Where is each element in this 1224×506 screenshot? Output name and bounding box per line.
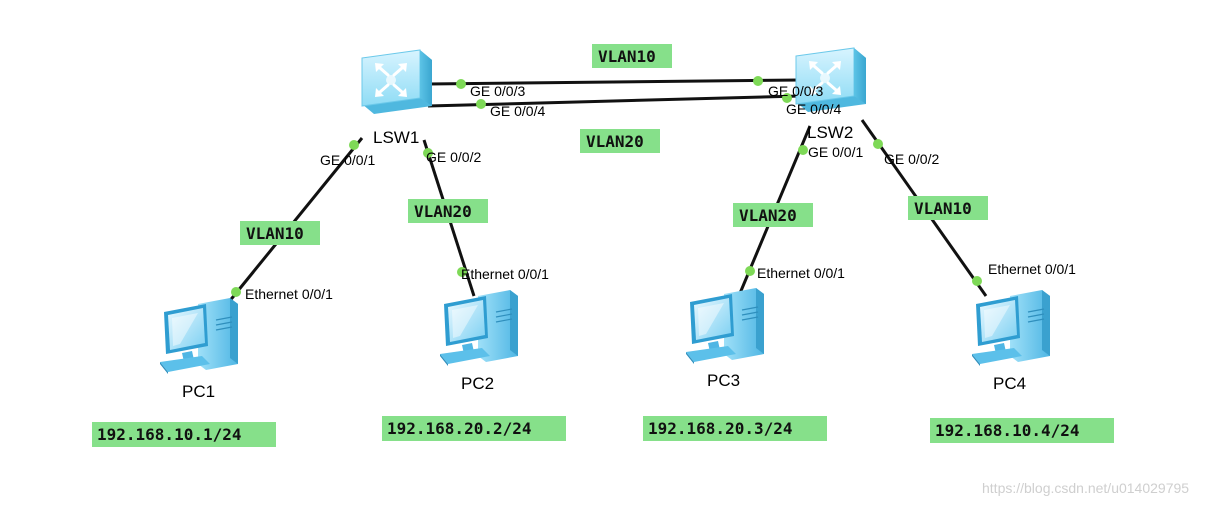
lsw1-ge004-label: GE 0/0/4: [490, 103, 545, 119]
svg-text:VLAN10: VLAN10: [598, 47, 656, 66]
pc4-label: PC4: [993, 374, 1026, 393]
pc3-label: PC3: [707, 371, 740, 390]
port-dot: [349, 140, 359, 150]
pc3-eth-label: Ethernet 0/0/1: [757, 265, 845, 281]
trunk-link-ge003: [427, 78, 801, 86]
vlan-tag: VLAN20: [580, 129, 660, 153]
vlan-tag: VLAN10: [240, 221, 320, 245]
lsw2-label: LSW2: [807, 123, 853, 142]
ip-label: 192.168.20.3/24: [643, 416, 827, 441]
pc1-label: PC1: [182, 382, 215, 401]
pc2-desktop-icon[interactable]: [439, 289, 519, 367]
port-dot: [231, 287, 241, 297]
lsw1-ge002-label: GE 0/0/2: [426, 149, 481, 165]
svg-text:192.168.20.2/24: 192.168.20.2/24: [387, 419, 532, 438]
lsw2-ge001-label: GE 0/0/1: [808, 144, 863, 160]
pc4-eth-label: Ethernet 0/0/1: [988, 261, 1076, 277]
port-dot: [476, 99, 486, 109]
svg-text:VLAN20: VLAN20: [414, 202, 472, 221]
pc1-eth-label: Ethernet 0/0/1: [245, 286, 333, 302]
svg-text:192.168.10.1/24: 192.168.10.1/24: [97, 425, 242, 444]
watermark-text: https://blog.csdn.net/u014029795: [982, 480, 1189, 496]
port-dot: [457, 267, 467, 277]
port-labels: GE 0/0/3 GE 0/0/4 GE 0/0/3 GE 0/0/4 GE 0…: [245, 83, 1076, 302]
lsw1-switch-icon[interactable]: [360, 48, 434, 116]
vlan-tag: VLAN20: [408, 199, 488, 223]
pc1-desktop-icon[interactable]: [159, 297, 239, 375]
pc3-desktop-icon[interactable]: [685, 287, 765, 365]
port-dot: [753, 76, 763, 86]
lsw1-label: LSW1: [373, 128, 419, 147]
port-dot: [972, 276, 982, 286]
ip-label: 192.168.10.4/24: [930, 418, 1114, 443]
port-dot: [798, 145, 808, 155]
ip-label: 192.168.20.2/24: [382, 416, 566, 441]
pc2-eth-label: Ethernet 0/0/1: [461, 266, 549, 282]
lsw2-ge004-label: GE 0/0/4: [786, 101, 841, 117]
vlan-tag: VLAN10: [592, 44, 672, 68]
svg-text:VLAN10: VLAN10: [246, 224, 304, 243]
port-dot: [745, 266, 755, 276]
ip-label: 192.168.10.1/24: [92, 422, 276, 447]
port-dot: [873, 139, 883, 149]
lsw1-ge001-label: GE 0/0/1: [320, 152, 375, 168]
lsw2-ge002-label: GE 0/0/2: [884, 151, 939, 167]
port-dot: [782, 93, 792, 103]
trunk-link-ge004: [427, 94, 801, 108]
vlan-tag: VLAN20: [733, 203, 813, 227]
pc4-desktop-icon[interactable]: [971, 289, 1051, 367]
svg-text:VLAN20: VLAN20: [586, 132, 644, 151]
vlan-tags: VLAN10 VLAN20 VLAN10 VLAN20 VLAN20 VLAN1…: [240, 44, 988, 245]
lsw2-ge003-label: GE 0/0/3: [768, 83, 823, 99]
svg-text:VLAN20: VLAN20: [739, 206, 797, 225]
svg-text:192.168.20.3/24: 192.168.20.3/24: [648, 419, 793, 438]
port-dots: [231, 76, 982, 297]
svg-text:192.168.10.4/24: 192.168.10.4/24: [935, 421, 1080, 440]
port-dot: [456, 79, 466, 89]
links: [222, 78, 988, 309]
pc2-label: PC2: [461, 374, 494, 393]
svg-text:VLAN10: VLAN10: [914, 199, 972, 218]
vlan-tag: VLAN10: [908, 196, 988, 220]
port-dot: [423, 148, 433, 158]
ip-labels: 192.168.10.1/24 192.168.20.2/24 192.168.…: [92, 416, 1114, 447]
device-labels: LSW1 LSW2 PC1 PC2 PC3 PC4: [182, 123, 1026, 401]
lsw1-ge003-label: GE 0/0/3: [470, 83, 525, 99]
